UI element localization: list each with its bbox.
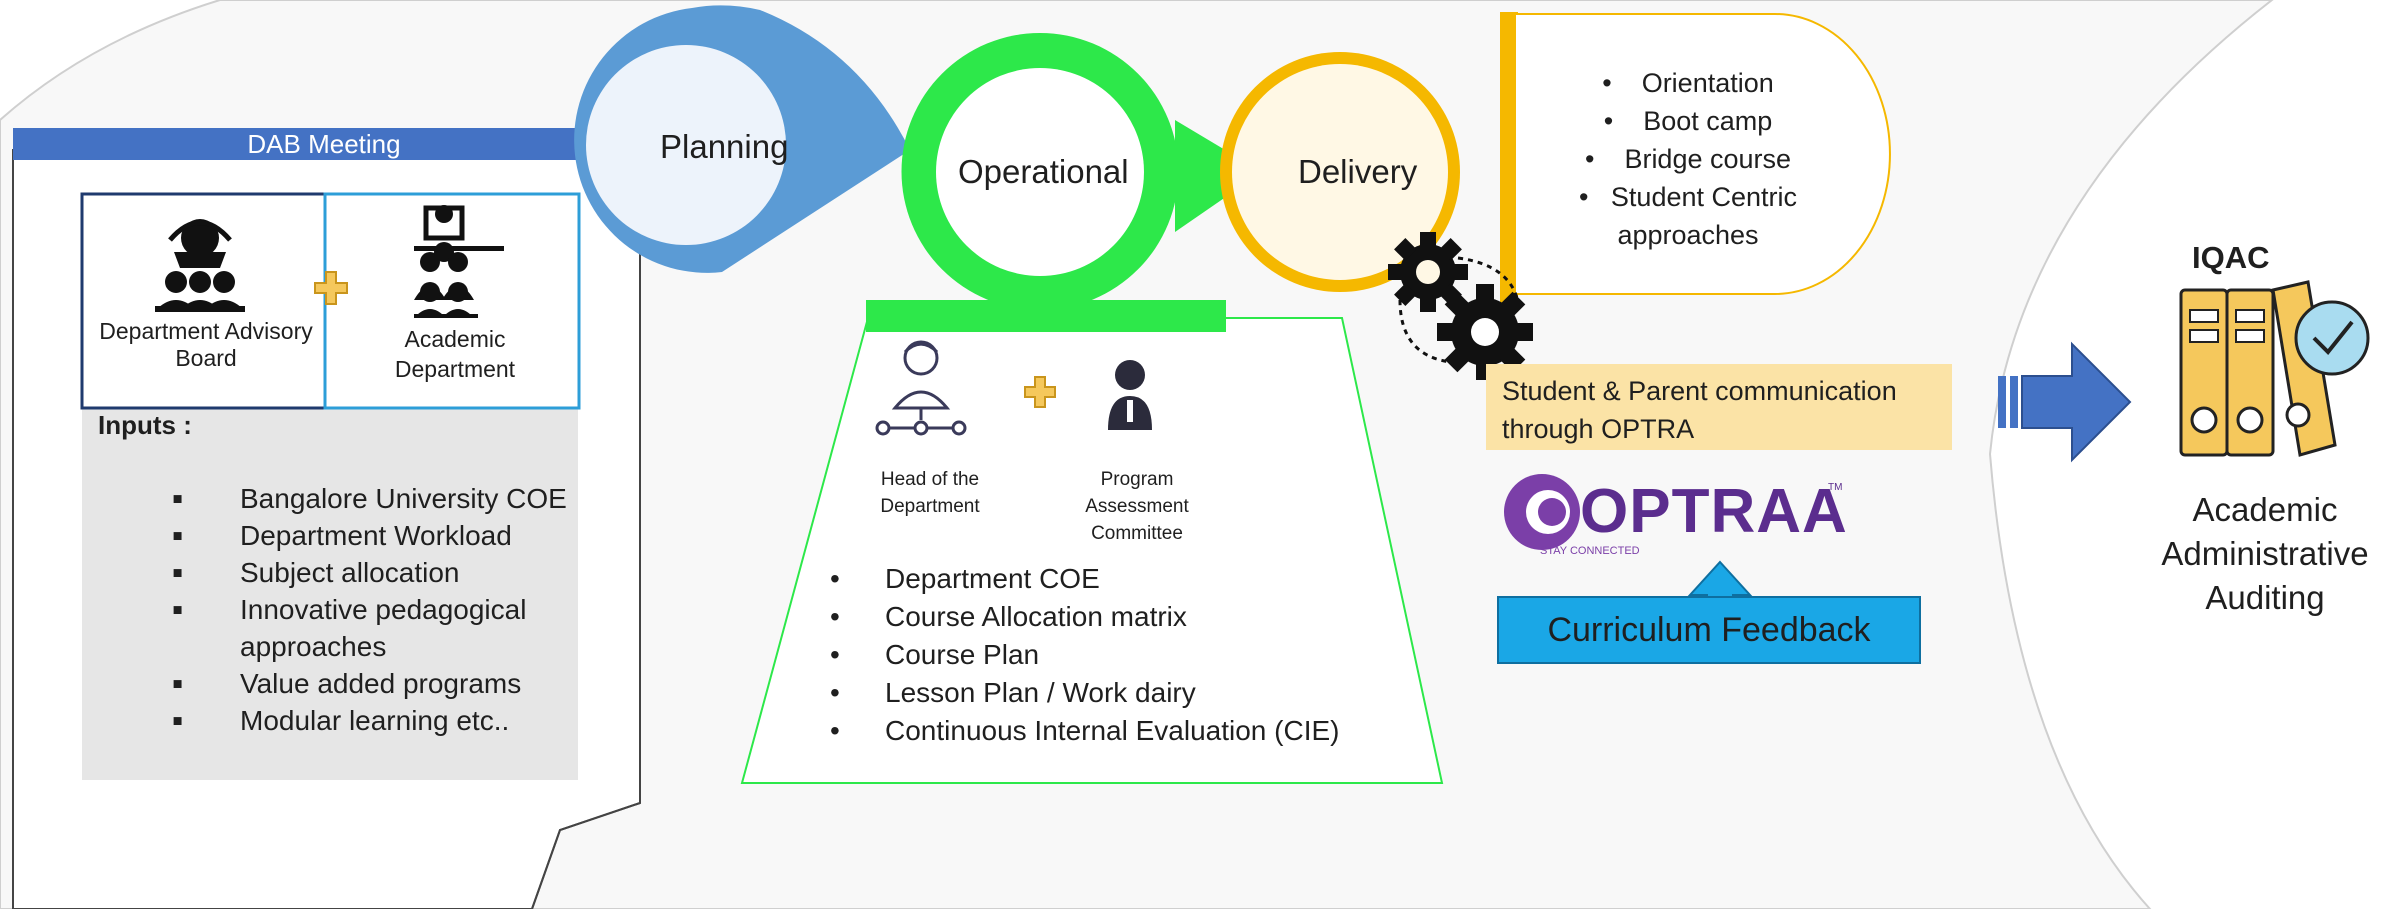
optraa-logo-text: OPTRAA <box>1580 477 1848 546</box>
list-item: Innovative pedagogical approaches <box>160 591 600 665</box>
planning-label: Planning <box>660 128 789 165</box>
communication-box <box>1486 364 1952 450</box>
advisory-board-icon <box>155 219 245 312</box>
operational-label: Operational <box>958 153 1129 190</box>
head-of-department-icon <box>875 340 967 436</box>
list-item: Course Allocation matrix <box>830 598 1390 636</box>
delivery-list: • Orientation • Boot camp • Bridge cours… <box>1538 64 1838 254</box>
curriculum-feedback-label: Curriculum Feedback <box>1547 611 1871 649</box>
dab-document-fold <box>531 802 641 909</box>
program-assessment-committee-label: Program Assessment Committee <box>1085 469 1189 544</box>
dab-header-bar <box>13 128 635 160</box>
department-box <box>323 192 581 410</box>
list-item: Bangalore University COE <box>160 480 600 517</box>
list-item: Department COE <box>830 560 1390 598</box>
iqac-arrow <box>1998 341 2132 463</box>
optraa-tm: TM <box>1828 482 1843 493</box>
iqac-title: IQAC <box>2192 240 2270 275</box>
operational-list: Department COE Course Allocation matrix … <box>830 560 1390 750</box>
optraa-logo-mark <box>1504 474 1580 550</box>
delivery-circle <box>1232 64 1448 280</box>
head-of-department-label: Head of the Department <box>880 469 980 517</box>
communication-text: Student & Parent communication through O… <box>1502 376 1897 444</box>
inputs-title: Inputs : <box>98 410 192 440</box>
feedback-box <box>1497 596 1921 664</box>
optraa-tagline: STAY CONNECTED <box>1540 545 1640 557</box>
list-item: • Student Centric approaches <box>1578 182 1798 250</box>
advisory-board-label: Department Advisory Board <box>99 318 313 371</box>
plus-connector-icon <box>314 271 348 305</box>
list-item: Lesson Plan / Work dairy <box>830 674 1390 712</box>
delivery-bar <box>1500 12 1518 312</box>
list-item: Department Workload <box>160 517 600 554</box>
delivery-pill <box>1514 13 1891 295</box>
list-item: Modular learning etc.. <box>160 702 600 739</box>
dab-meeting-title: DAB Meeting <box>247 129 401 159</box>
academic-department-label: Academic Department <box>394 326 516 382</box>
list-item: • Orientation <box>1602 68 1774 98</box>
plus-connector-icon-2 <box>1024 376 1056 408</box>
operational-top-bar <box>866 300 1226 332</box>
inputs-list: Bangalore University COE Department Work… <box>160 480 600 739</box>
operational-arrow-tip <box>1175 120 1262 232</box>
feedback-up-arrow <box>1687 560 1753 598</box>
delivery-label: Delivery <box>1298 153 1418 190</box>
iqac-caption: Academic Administrative Auditing <box>2161 491 2369 616</box>
operational-circle <box>936 68 1144 276</box>
program-assessment-committee-icon <box>1108 360 1152 430</box>
list-item: Value added programs <box>160 665 600 702</box>
academic-department-icon <box>414 205 504 318</box>
list-item: • Bridge course <box>1584 144 1792 174</box>
list-item: Continuous Internal Evaluation (CIE) <box>830 712 1390 750</box>
list-item: Subject allocation <box>160 554 600 591</box>
planning-circle <box>586 45 786 245</box>
list-item: Course Plan <box>830 636 1390 674</box>
iqac-binders-icon <box>2179 280 2370 457</box>
list-item: • Boot camp <box>1603 106 1773 136</box>
